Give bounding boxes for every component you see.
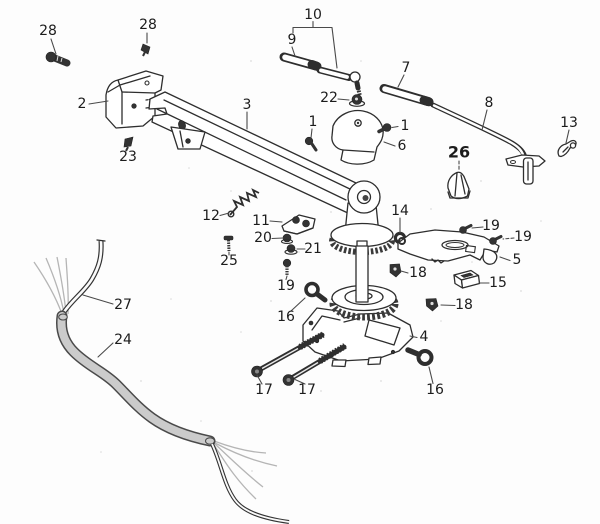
part-17-bolt-a: [251, 331, 325, 378]
part-label-6: 6: [398, 138, 407, 154]
part-label-19-b: 19: [514, 229, 532, 245]
part-19-screw-c: [282, 258, 292, 275]
part-10-rod-ball-stud: [316, 66, 362, 97]
part-label-22: 22: [320, 90, 338, 106]
part-label-16-b: 16: [426, 382, 444, 398]
part-15-block: [453, 269, 481, 289]
part-label-14: 14: [391, 203, 409, 219]
part-label-9: 9: [288, 32, 297, 48]
part-1-bolt-right: [377, 123, 392, 134]
part-20-nut: [280, 233, 294, 245]
part-2-clamp: [105, 70, 164, 129]
part-label-19-c: 19: [277, 278, 295, 294]
pivot-shaft: [355, 240, 369, 303]
frayed-wires-bottom: [213, 440, 278, 500]
part-11-clamp-block: [281, 214, 316, 235]
cable-harness: [33, 239, 290, 524]
part-13-clip: [557, 139, 577, 158]
part-label-24: 24: [114, 332, 132, 348]
part-label-18-a: 18: [409, 265, 427, 281]
part-label-26: 26: [448, 143, 470, 162]
part-label-21: 21: [304, 241, 322, 257]
base-window: [364, 319, 401, 346]
part-label-3: 3: [243, 97, 252, 113]
part-label-12: 12: [202, 208, 220, 224]
part-label-13: 13: [560, 115, 578, 131]
part-label-10: 10: [304, 7, 322, 23]
part-label-18-b: 18: [455, 297, 473, 313]
part-18-nut-b: [425, 298, 439, 312]
scan-noise: [100, 60, 542, 472]
part-label-28-a: 28: [39, 23, 57, 39]
gear-teeth: [329, 287, 399, 321]
part-27-wire-tube: [61, 239, 106, 314]
plate-hook: [482, 248, 498, 265]
part-label-1-b: 1: [401, 118, 410, 134]
part-4-base: [302, 307, 414, 368]
part-18-nut-a: [389, 263, 402, 278]
part-23-screw: [123, 136, 134, 152]
part-1-bolt-left: [304, 136, 318, 152]
part-7-tube: [379, 84, 434, 107]
part-label-27: 27: [114, 297, 132, 313]
part-9-tube: [279, 52, 322, 71]
part-5-detent-plate: [397, 229, 500, 265]
part-label-17-a: 17: [255, 382, 273, 398]
part-label-2: 2: [78, 96, 87, 112]
part-26-cone: [447, 171, 471, 200]
part-label-8: 8: [485, 95, 494, 111]
part-6-cam: [331, 109, 384, 165]
part-12-spring-clip: [227, 188, 260, 218]
arm-lower-bracket: [170, 126, 206, 150]
part-label-11: 11: [252, 213, 270, 229]
part-17-bolt-b: [282, 343, 347, 386]
part-22-nut: [348, 94, 366, 107]
part-label-15: 15: [489, 275, 507, 291]
part-8-bent-rod: [430, 102, 546, 185]
part-label-16-a: 16: [277, 309, 295, 325]
part-label-5: 5: [513, 252, 522, 268]
part-label-17-b: 17: [298, 382, 316, 398]
part-16-eyebolt-left: [304, 281, 328, 303]
part-25-screw: [223, 235, 234, 252]
part-label-7: 7: [402, 60, 411, 76]
part-3-arm: [148, 91, 357, 215]
cable-tail-wire: [210, 443, 290, 524]
part-label-19-a: 19: [482, 218, 500, 234]
part-21-nut: [284, 244, 298, 255]
part-16-eyebolt-right: [405, 347, 434, 366]
part-19-screw-a: [459, 224, 473, 234]
part-28-screw-left: [45, 51, 71, 67]
part-label-1-a: 1: [309, 114, 318, 130]
part-label-28-b: 28: [139, 17, 157, 33]
part-label-4: 4: [420, 329, 429, 345]
part-label-25: 25: [220, 253, 238, 269]
part-19-screw-b: [489, 235, 503, 245]
part-label-20: 20: [254, 230, 272, 246]
part-label-23: 23: [119, 149, 137, 165]
leader-lines: [50, 20, 570, 385]
part-24-cable-jacket: [56, 310, 216, 447]
part-28-screw-top: [140, 43, 151, 57]
frayed-wires-top: [33, 256, 69, 315]
